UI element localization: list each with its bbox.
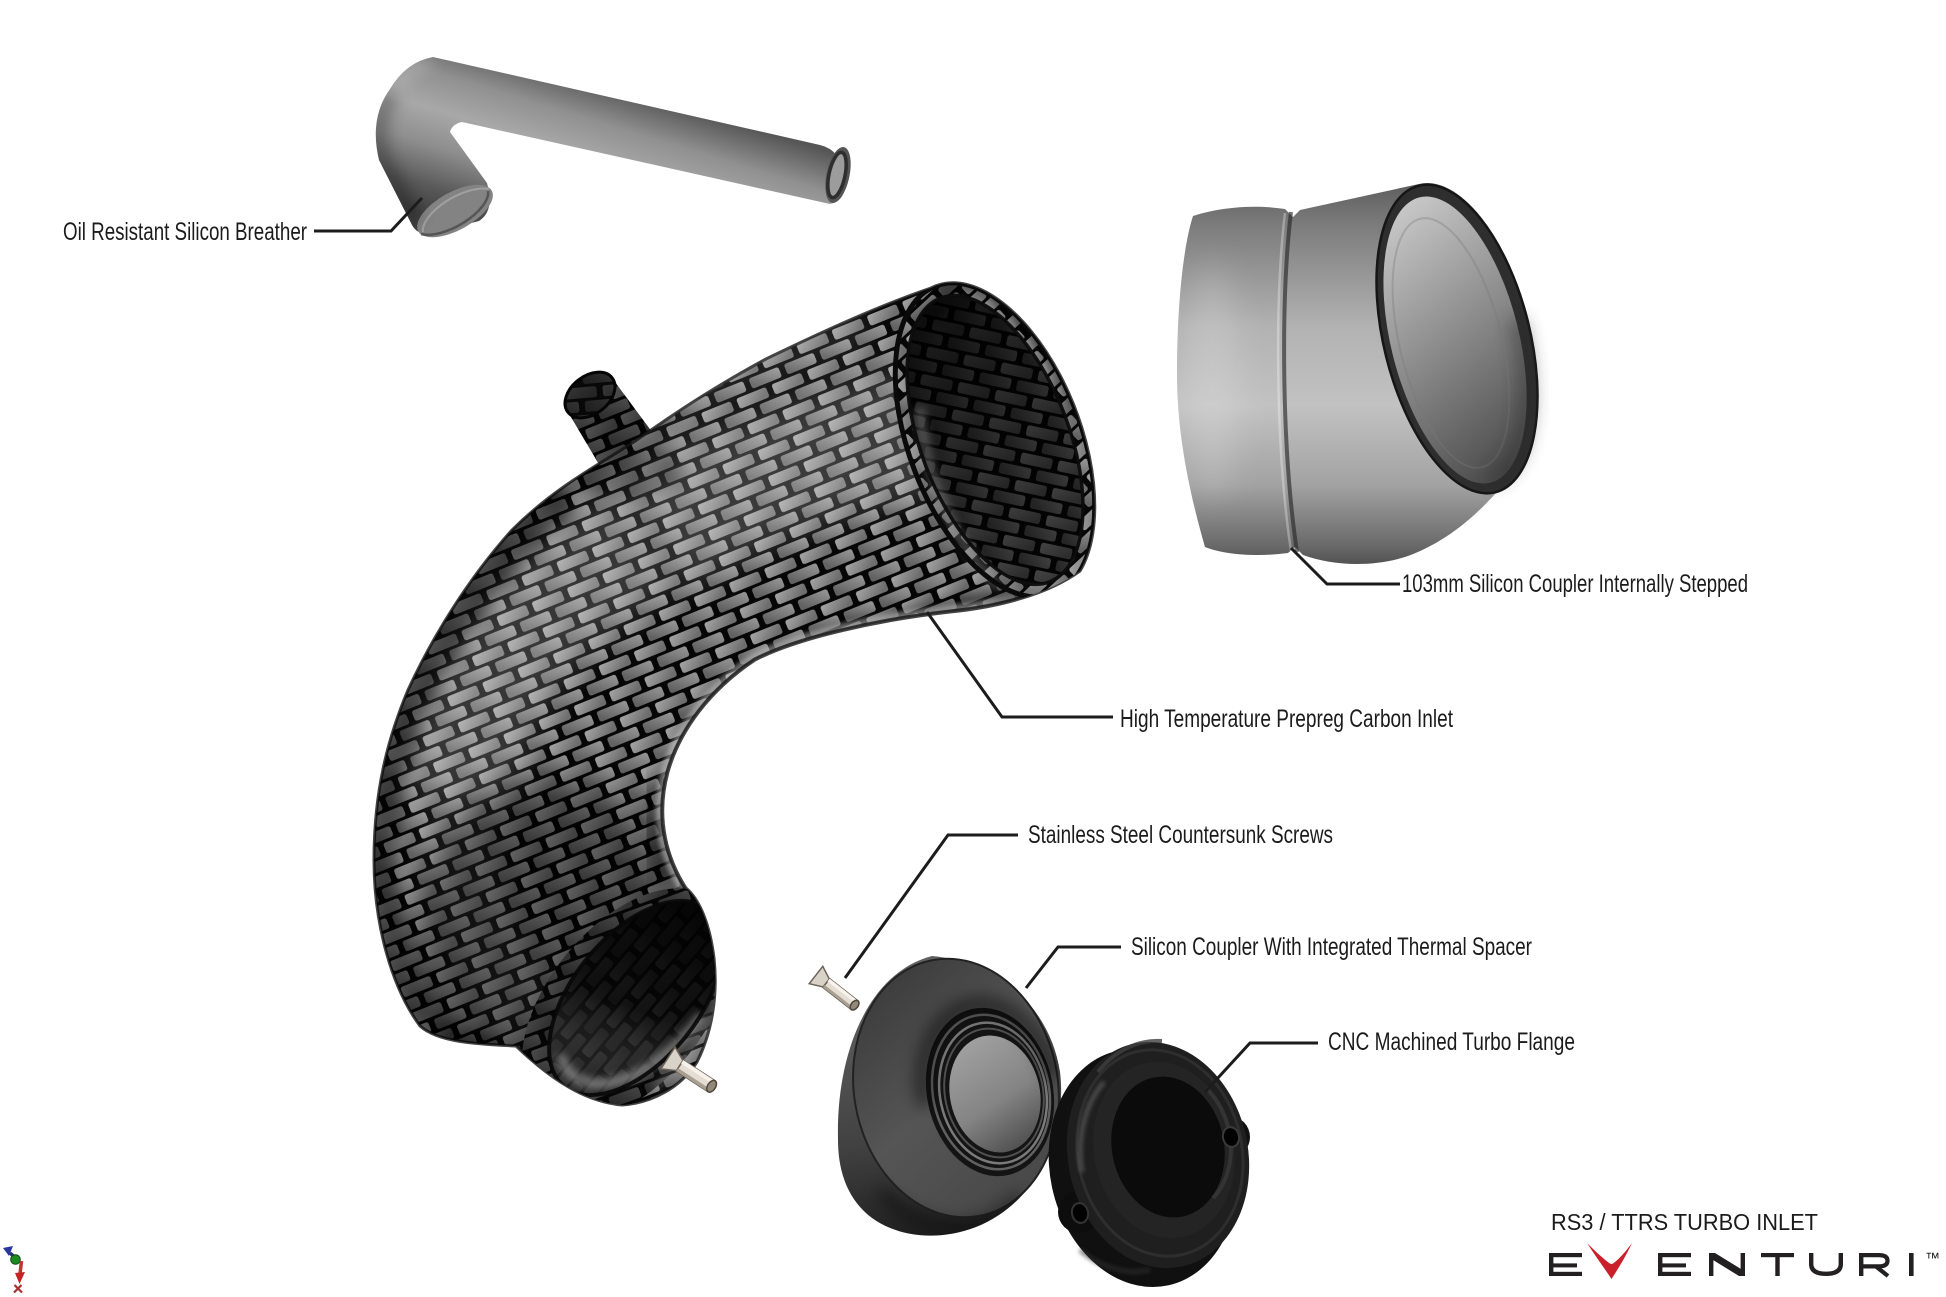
svg-text:RS3 / TTRS TURBO INLET: RS3 / TTRS TURBO INLET [1551, 1209, 1818, 1235]
svg-text:Silicon Coupler With Integrate: Silicon Coupler With Integrated Thermal … [1131, 933, 1532, 961]
svg-text:™: ™ [1925, 1250, 1940, 1267]
svg-text:High Temperature Prepreg Carbo: High Temperature Prepreg Carbon Inlet [1120, 705, 1453, 733]
svg-text:CNC Machined Turbo Flange: CNC Machined Turbo Flange [1328, 1028, 1575, 1056]
svg-text:Stainless Steel Countersunk Sc: Stainless Steel Countersunk Screws [1028, 821, 1333, 849]
svg-text:103mm Silicon Coupler Internal: 103mm Silicon Coupler Internally Stepped [1402, 570, 1748, 598]
svg-text:Oil Resistant Silicon Breather: Oil Resistant Silicon Breather [63, 218, 307, 246]
